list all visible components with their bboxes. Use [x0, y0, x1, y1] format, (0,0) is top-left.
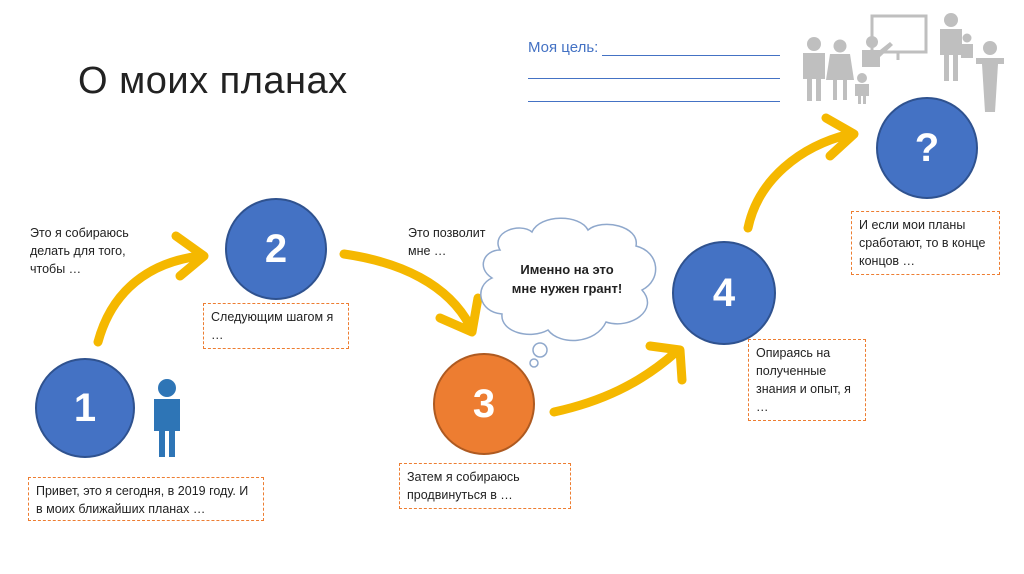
- step-4-textbox: Опираясь на полученные знания и опыт, я …: [748, 339, 866, 421]
- family-icon: [803, 37, 869, 104]
- step-4-number: 4: [712, 270, 736, 315]
- step-3-number: 3: [472, 381, 496, 426]
- person-icon: [154, 379, 180, 457]
- goal-rule-2: [528, 56, 780, 79]
- goal-rule-1: [602, 41, 780, 56]
- slide-title: О моих планах: [78, 60, 348, 102]
- step-3-circle: 3: [433, 353, 535, 455]
- arrow-1-to-2: [93, 231, 209, 347]
- step-3-textbox: Затем я собираюсь продвинуться в …: [399, 463, 571, 509]
- arrow-2-to-3: [339, 249, 483, 337]
- teacher-icon: [862, 14, 928, 67]
- step-1-circle: 1: [35, 358, 135, 458]
- parent-child-icon: [940, 13, 973, 81]
- step-4-circle: 4: [672, 241, 776, 345]
- goal-rule-3: [528, 79, 780, 102]
- goal-block: Моя цель:: [528, 38, 780, 102]
- step-3-lead: Это позволит мне …: [408, 226, 486, 258]
- step-1-textbox: Привет, это я сегодня, в 2019 году. И в …: [28, 477, 264, 521]
- arrow-4-to-5: [743, 113, 859, 233]
- step-5-circle: ?: [876, 97, 978, 199]
- step-1-number: 1: [73, 385, 97, 430]
- step-2-circle: 2: [225, 198, 327, 300]
- step-2-lead: Это я собираюсь делать для того, чтобы …: [30, 226, 129, 276]
- step-2-number: 2: [264, 226, 288, 271]
- thought-cloud-icon: [480, 217, 657, 368]
- speaker-icon: [976, 41, 1004, 112]
- goal-label: Моя цель:: [528, 39, 599, 56]
- thought-bubble-text: Именно на это мне нужен грант!: [511, 262, 623, 296]
- step-2-textbox: Следующим шагом я …: [203, 303, 349, 349]
- arrow-3-to-4: [549, 341, 687, 417]
- step-5-textbox: И если мои планы сработают, то в конце к…: [851, 211, 1000, 275]
- step-5-number: ?: [914, 125, 940, 170]
